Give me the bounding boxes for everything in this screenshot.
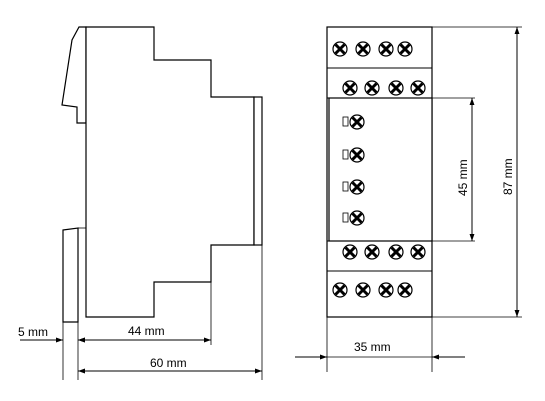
indicator-row-3 (342, 178, 366, 196)
screw-terminal-icon (341, 79, 359, 97)
window-panel (328, 97, 433, 242)
screw-terminal-icon (354, 40, 372, 58)
din-clip-top (61, 26, 87, 124)
dim-side-depth-front: 44 mm (128, 324, 165, 338)
front-dimensions: 35 mm 45 mm 87 mm (295, 26, 522, 372)
screw-terminal-icon (396, 40, 414, 58)
dim-din-offset: 5 mm (18, 325, 48, 339)
led-indicator-icon (342, 181, 349, 192)
front-cover (253, 96, 263, 246)
dim-front-width: 35 mm (354, 340, 391, 354)
led-indicator-icon (342, 149, 349, 160)
screw-terminal-icon (331, 281, 349, 299)
screw-terminal-icon (409, 79, 427, 97)
screw-terminal-icon (396, 281, 414, 299)
screw-terminal-icon (348, 146, 366, 164)
screw-terminal-icon (377, 281, 395, 299)
screw-terminal-icon (341, 243, 359, 261)
indicator-row-2 (342, 146, 366, 164)
screw-terminal-icon (363, 243, 381, 261)
side-view (61, 26, 263, 323)
dim-total-height: 87 mm (501, 158, 515, 195)
led-indicator-icon (342, 116, 349, 127)
dim-window-height: 45 mm (456, 159, 470, 196)
screw-terminal-icon (348, 178, 366, 196)
front-view (326, 26, 433, 318)
side-housing (85, 26, 255, 318)
dim-side-depth-total: 60 mm (150, 356, 187, 370)
screw-terminal-icon (387, 79, 405, 97)
screw-terminal-icon (409, 243, 427, 261)
screw-terminal-icon (354, 281, 372, 299)
screw-terminal-icon (348, 209, 366, 227)
indicator-row-1 (342, 113, 366, 131)
indicator-row-4 (342, 209, 366, 227)
led-indicator-icon (342, 212, 349, 223)
screw-terminal-icon (387, 243, 405, 261)
screw-terminal-icon (377, 40, 395, 58)
screw-terminal-icon (348, 113, 366, 131)
din-clip-bottom (62, 227, 79, 323)
screw-terminal-icon (363, 79, 381, 97)
side-dimensions: 5 mm 44 mm 60 mm (18, 245, 263, 380)
screw-terminal-icon (331, 40, 349, 58)
